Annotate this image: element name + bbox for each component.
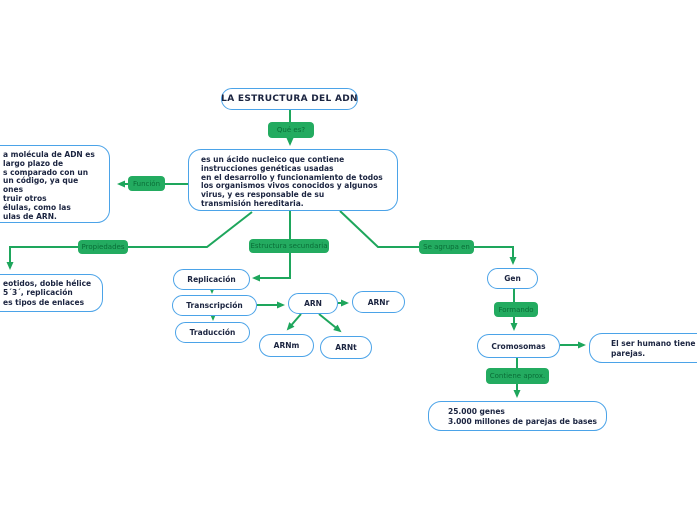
connector-label-que-es[interactable]: Qué es? (268, 122, 314, 138)
node-arnt-label: ARNt (335, 343, 357, 352)
connector-label-formando[interactable]: Formando (494, 302, 538, 317)
edge-arn-arnm (286, 313, 302, 331)
node-arnm-label: ARNm (273, 341, 300, 350)
node-traduccion[interactable]: Traducción (175, 322, 250, 343)
connector-label-contiene-aprox-text: Contiene aprox. (489, 372, 546, 380)
connector-label-contiene-aprox[interactable]: Contiene aprox. (486, 368, 549, 384)
node-arnm[interactable]: ARNm (259, 334, 314, 357)
node-definicion[interactable]: es un ácido nucleico que contiene instru… (188, 149, 398, 211)
connector-label-funcion[interactable]: Función (128, 176, 165, 191)
node-propiedades-detalle[interactable]: eotidos, doble hélice 5´3´, replicación … (0, 274, 103, 312)
node-title-label: LA ESTRUCTURA DEL ADN (221, 94, 358, 104)
node-arnt[interactable]: ARNt (320, 336, 372, 359)
node-transcripcion-label: Transcripción (186, 301, 243, 310)
connector-label-formando-text: Formando (498, 305, 534, 314)
connector-label-propiedades-text: Propiedades (81, 243, 125, 251)
node-cifras[interactable]: 25.000 genes 3.000 millones de parejas d… (428, 401, 607, 431)
connector-label-se-agrupa-en[interactable]: Se agrupa en (419, 240, 474, 254)
node-replicacion[interactable]: Replicación (173, 269, 250, 290)
node-ser-humano-label: El ser humano tiene 46 parejas. (611, 339, 696, 358)
node-title[interactable]: LA ESTRUCTURA DEL ADN (221, 88, 358, 110)
connector-label-funcion-text: Función (132, 179, 161, 188)
node-gen[interactable]: Gen (487, 268, 538, 289)
node-replicacion-label: Replicación (187, 275, 236, 284)
node-funcion-detalle-label: a molécula de ADN es largo plazo de s co… (3, 150, 95, 221)
node-arn[interactable]: ARN (288, 293, 338, 314)
edge-arn-arnt (318, 313, 342, 333)
node-definicion-label: es un ácido nucleico que contiene instru… (201, 155, 383, 208)
connector-label-propiedades[interactable]: Propiedades (78, 240, 128, 254)
node-arn-label: ARN (304, 299, 322, 308)
node-cromosomas[interactable]: Cromosomas (477, 334, 560, 358)
node-arnr-label: ARNr (367, 297, 390, 307)
connector-label-que-es-text: Qué es? (276, 126, 306, 134)
connector-label-se-agrupa-en-text: Se agrupa en (423, 243, 470, 251)
node-traduccion-label: Traducción (189, 328, 236, 337)
node-arnr[interactable]: ARNr (352, 291, 405, 313)
node-ser-humano[interactable]: El ser humano tiene 46 parejas. (589, 333, 697, 363)
edge-definicion-estructura-replicacion (252, 211, 291, 282)
node-propiedades-detalle-label: eotidos, doble hélice 5´3´, replicación … (3, 279, 92, 307)
node-cromosomas-label: Cromosomas (491, 341, 546, 351)
edge-definicion-seagrupa-gen (339, 210, 517, 265)
node-transcripcion[interactable]: Transcripción (172, 295, 257, 316)
node-gen-label: Gen (504, 274, 521, 283)
node-cifras-label: 25.000 genes 3.000 millones de parejas d… (448, 407, 598, 426)
connector-label-estructura-secundaria[interactable]: Estructura secundaria (249, 239, 329, 253)
connector-label-estructura-secundaria-text: Estructura secundaria (250, 242, 328, 250)
node-funcion-detalle[interactable]: a molécula de ADN es largo plazo de s co… (0, 145, 110, 223)
